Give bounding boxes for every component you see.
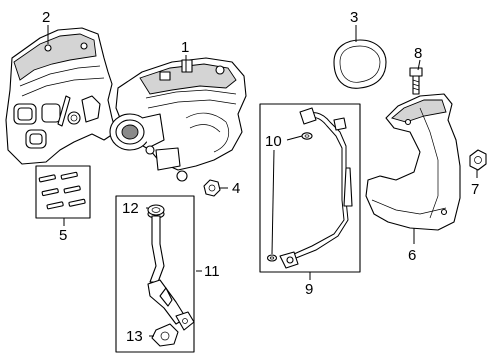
part-12-gasket xyxy=(147,204,165,216)
part-10-washer xyxy=(266,132,313,262)
callout-6: 6 xyxy=(408,247,416,264)
callout-2: 2 xyxy=(42,9,50,26)
callout-3: 3 xyxy=(350,9,358,26)
callout-7: 7 xyxy=(471,181,479,198)
callout-12: 12 xyxy=(122,200,139,217)
part-13-gasket xyxy=(151,323,179,347)
part-8-bolt xyxy=(409,67,423,95)
callout-8: 8 xyxy=(414,45,422,62)
callout-13: 13 xyxy=(126,328,143,345)
part-4-nut xyxy=(203,179,221,197)
callout-1: 1 xyxy=(181,39,189,56)
part-1-turbocharger xyxy=(109,57,247,182)
part-2-heat-shield xyxy=(5,27,117,165)
callout-9: 9 xyxy=(305,281,313,298)
callout-5: 5 xyxy=(59,227,67,244)
part-6-heat-shield xyxy=(365,93,461,231)
part-9-oil-feed-line xyxy=(259,103,361,273)
part-7-nut xyxy=(469,149,487,171)
leader-lines xyxy=(47,25,478,337)
part-5-studs xyxy=(35,165,91,219)
callout-10: 10 xyxy=(265,133,282,150)
part-3-o-ring xyxy=(333,39,387,89)
callout-11: 11 xyxy=(204,263,220,280)
callout-4: 4 xyxy=(232,180,240,197)
